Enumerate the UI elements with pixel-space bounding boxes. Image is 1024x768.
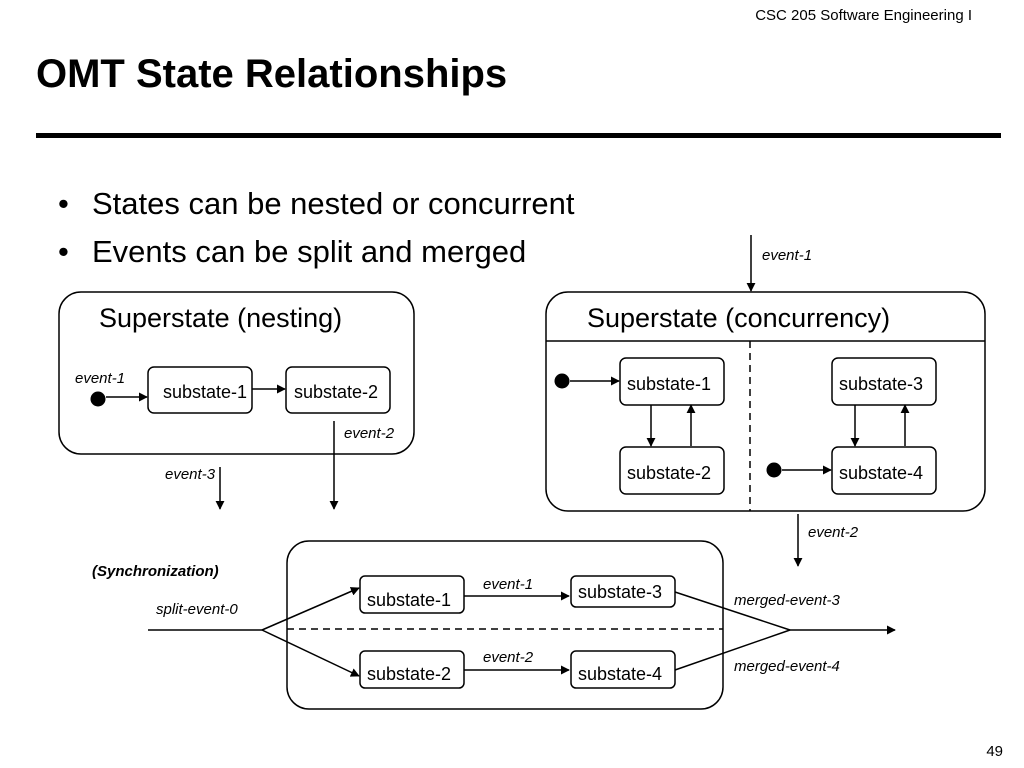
split-event-label: split-event-0	[156, 601, 238, 618]
nesting-substate-1	[147, 366, 253, 414]
split-arrow-bottom	[261, 629, 360, 677]
merge-line-bottom	[674, 629, 791, 671]
nesting-event-2-label: event-2	[344, 425, 395, 442]
concurrency-substate-4	[831, 446, 937, 495]
sync-substate-4-label: substate-4	[578, 664, 662, 684]
nesting-substate-2-label: substate-2	[294, 382, 378, 402]
page-number: 49	[986, 743, 1003, 760]
concurrency-substate-1-label: substate-1	[627, 374, 711, 394]
course-title: CSC 205 Software Engineering I	[755, 7, 972, 24]
initial-state-icon	[554, 373, 570, 389]
bullet-list: • States can be nested or concurrent • Eve…	[58, 186, 575, 282]
merged-event-3-label: merged-event-3	[734, 592, 841, 609]
bullet-text: States can be nested or concurrent	[92, 186, 575, 221]
nesting-substate-2	[285, 366, 391, 414]
nesting-substate-1-label: substate-1	[163, 382, 247, 402]
initial-state-icon	[90, 391, 106, 407]
concurrency-superstate: event-1 Superstate (concurrency) substat…	[545, 235, 986, 567]
sync-substate-2-label: substate-2	[367, 664, 451, 684]
nesting-event-1-label: event-1	[75, 370, 125, 387]
bullet-dot-icon: •	[58, 186, 69, 221]
slide-title: OMT State Relationships	[36, 52, 508, 96]
nesting-superstate: Superstate (nesting) event-1 substate-1 …	[58, 291, 415, 510]
bullet-dot-icon: •	[58, 234, 69, 269]
merge-line-top	[674, 591, 791, 631]
nesting-event-3-label: event-3	[165, 466, 216, 483]
concurrency-event-2-label: event-2	[808, 524, 859, 541]
sync-event-1-label: event-1	[483, 576, 533, 593]
initial-state-icon	[766, 462, 782, 478]
title-divider	[36, 133, 1001, 138]
concurrency-substate-2-label: substate-2	[627, 463, 711, 483]
split-arrow-top	[261, 587, 360, 631]
bullet-item: • Events can be split and merged	[58, 234, 575, 282]
synchronization-caption: (Synchronization)	[92, 563, 219, 580]
sync-substate-3-label: substate-3	[578, 582, 662, 602]
concurrency-superstate-title: Superstate (concurrency)	[587, 303, 890, 333]
bullet-item: • States can be nested or concurrent	[58, 186, 575, 234]
concurrency-substate-3	[831, 357, 937, 406]
sync-substate-1	[359, 575, 465, 614]
sync-substate-1-label: substate-1	[367, 590, 451, 610]
concurrency-event-1-label: event-1	[762, 247, 812, 264]
concurrency-substate-2	[619, 446, 725, 495]
sync-substate-3	[570, 575, 676, 608]
bullet-text: Events can be split and merged	[92, 234, 527, 269]
nesting-superstate-title: Superstate (nesting)	[99, 303, 342, 333]
concurrency-substate-1	[619, 357, 725, 406]
concurrency-substate-4-label: substate-4	[839, 463, 923, 483]
sync-event-2-label: event-2	[483, 649, 534, 666]
synchronization-superstate: (Synchronization) split-event-0 substate…	[92, 540, 896, 710]
merged-event-4-label: merged-event-4	[734, 658, 840, 675]
concurrency-substate-3-label: substate-3	[839, 374, 923, 394]
